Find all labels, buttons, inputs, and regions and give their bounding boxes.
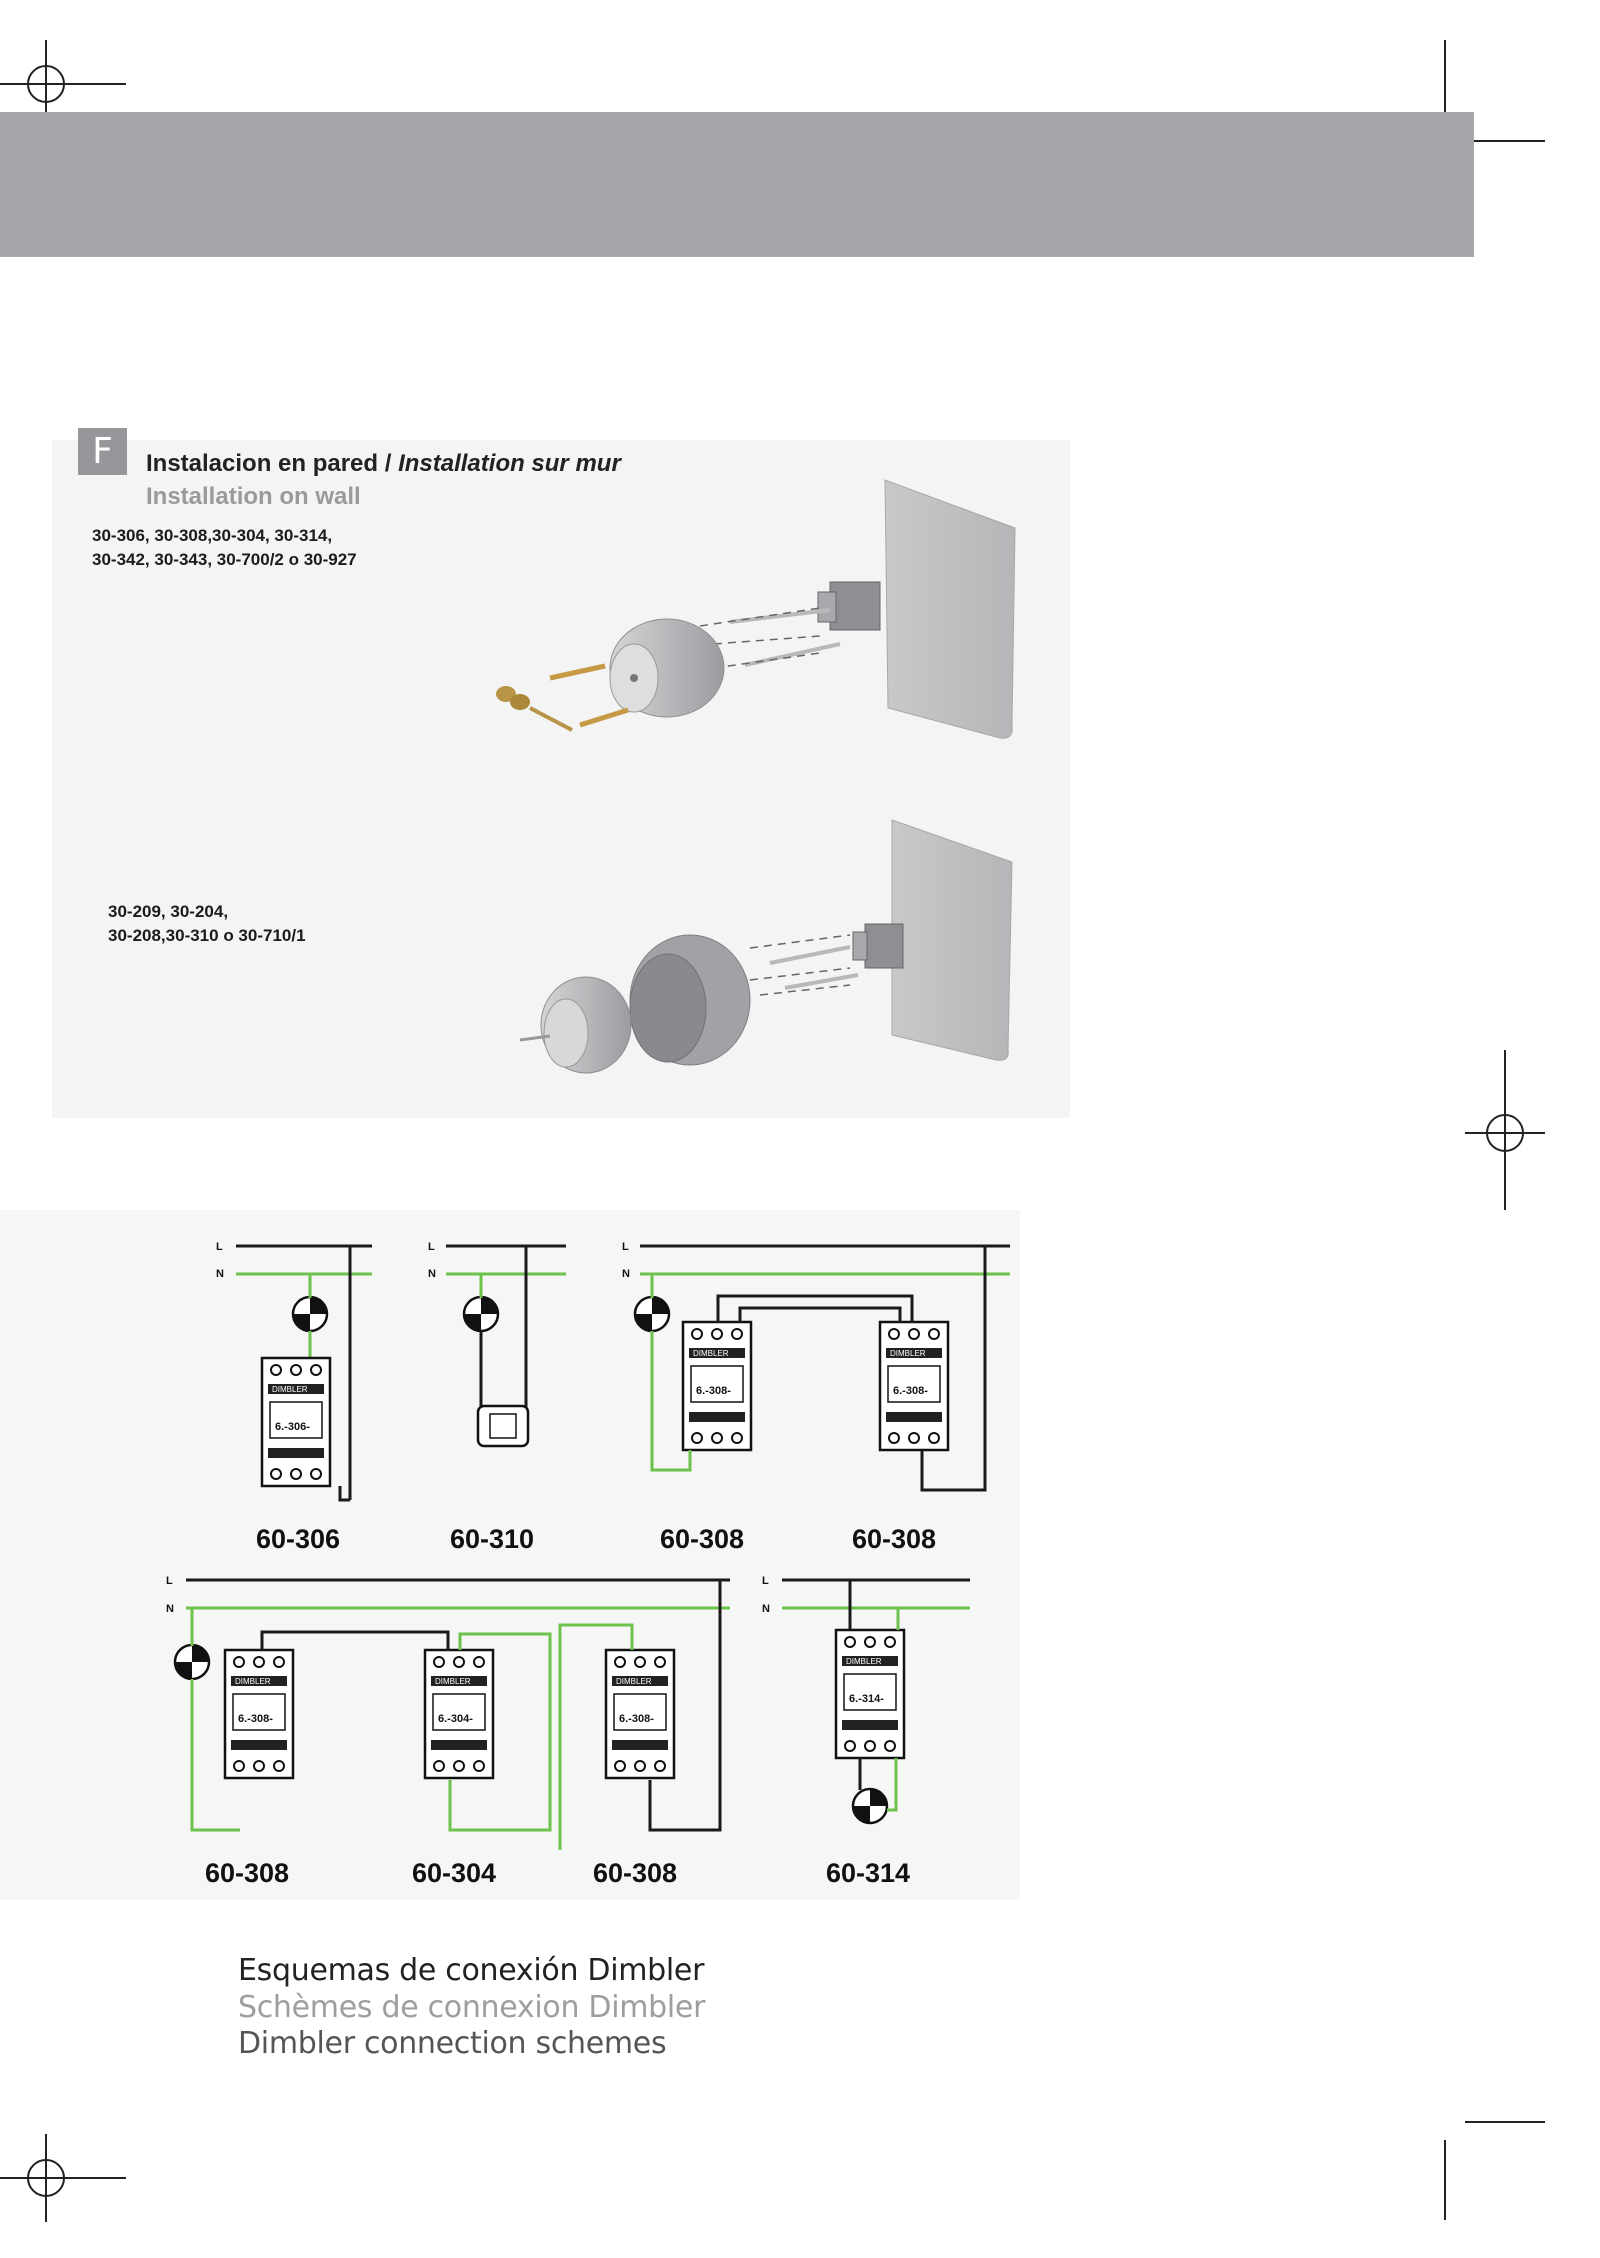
device-brand: DIMBLER [890, 1349, 926, 1358]
wall-plate-1 [884, 479, 1016, 739]
line-label-N: N [216, 1268, 224, 1280]
models-line: 30-342, 30-343, 30-700/2 o 30-927 [92, 550, 357, 569]
screws-2 [769, 945, 859, 990]
scheme-label: 60-310 [450, 1524, 534, 1554]
line-label-N: N [622, 1268, 630, 1280]
anchor-1 [496, 686, 573, 732]
wiring-schemes: L N DIMBLER 6.-306- L N L N DIMBLER 6.-308- DIMBLE… [166, 1241, 1010, 1888]
scheme-label: 60-314 [826, 1858, 910, 1888]
models-list-1: 30-306, 30-308,30-304, 30-314, 30-342, 3… [92, 524, 357, 572]
installation-illustrations [496, 479, 1016, 1074]
line-label-L: L [216, 1241, 223, 1253]
scheme-label: 60-306 [256, 1524, 340, 1554]
title-es: Instalacion en pared / [146, 450, 399, 477]
knob-outer-2 [629, 934, 751, 1066]
models-list-2: 30-209, 30-204, 30-208,30-310 o 30-710/1 [108, 900, 306, 948]
title-fr: Installation sur mur [398, 450, 621, 477]
device-model: 6.-306- [275, 1421, 310, 1433]
mechanism-2 [852, 923, 904, 969]
models-line: 30-306, 30-308,30-304, 30-314, [92, 526, 333, 545]
device-model: 6.-314- [849, 1693, 884, 1705]
installation-title: Instalacion en pared / Installation sur … [146, 450, 621, 478]
mechanism-1 [817, 581, 881, 631]
knob-1 [609, 618, 725, 718]
device-model: 6.-308- [238, 1713, 273, 1725]
line-label-N: N [428, 1268, 436, 1280]
models-line: 30-209, 30-204, [108, 902, 229, 921]
device-brand: DIMBLER [846, 1657, 882, 1666]
header-band [0, 112, 1474, 257]
device-model: 6.-308- [619, 1713, 654, 1725]
device-model: 6.-304- [438, 1713, 473, 1725]
scheme-label: 60-308 [205, 1858, 289, 1888]
device-brand: DIMBLER [435, 1677, 471, 1686]
models-line: 30-208,30-310 o 30-710/1 [108, 926, 306, 945]
device-model: 6.-308- [696, 1385, 731, 1397]
line-label-L: L [762, 1575, 769, 1587]
caption-es: Esquemas de conexión Dimbler [238, 1953, 705, 1988]
knob-inner-2 [519, 976, 632, 1074]
section-badge: F [78, 428, 127, 475]
line-label-N: N [762, 1603, 770, 1615]
device-brand: DIMBLER [235, 1677, 271, 1686]
line-label-L: L [166, 1575, 173, 1587]
device-model: 6.-308- [893, 1385, 928, 1397]
caption-fr: Schèmes de connexion Dimbler [238, 1990, 706, 2025]
schemes-panel [0, 1210, 1020, 1900]
wall-plate-2 [891, 819, 1013, 1061]
device-brand: DIMBLER [616, 1677, 652, 1686]
brass-screws-1 [549, 663, 629, 728]
scheme-label: 60-308 [593, 1858, 677, 1888]
device-brand: DIMBLER [272, 1385, 308, 1394]
line-label-L: L [428, 1241, 435, 1253]
installation-subtitle: Installation on wall [146, 483, 361, 510]
scheme-label: 60-308 [852, 1524, 936, 1554]
scheme-label: 60-308 [660, 1524, 744, 1554]
line-label-L: L [622, 1241, 629, 1253]
scheme-label: 60-304 [412, 1858, 496, 1888]
device-brand: DIMBLER [693, 1349, 729, 1358]
caption-en: Dimbler connection schemes [238, 2026, 667, 2061]
line-label-N: N [166, 1603, 174, 1615]
